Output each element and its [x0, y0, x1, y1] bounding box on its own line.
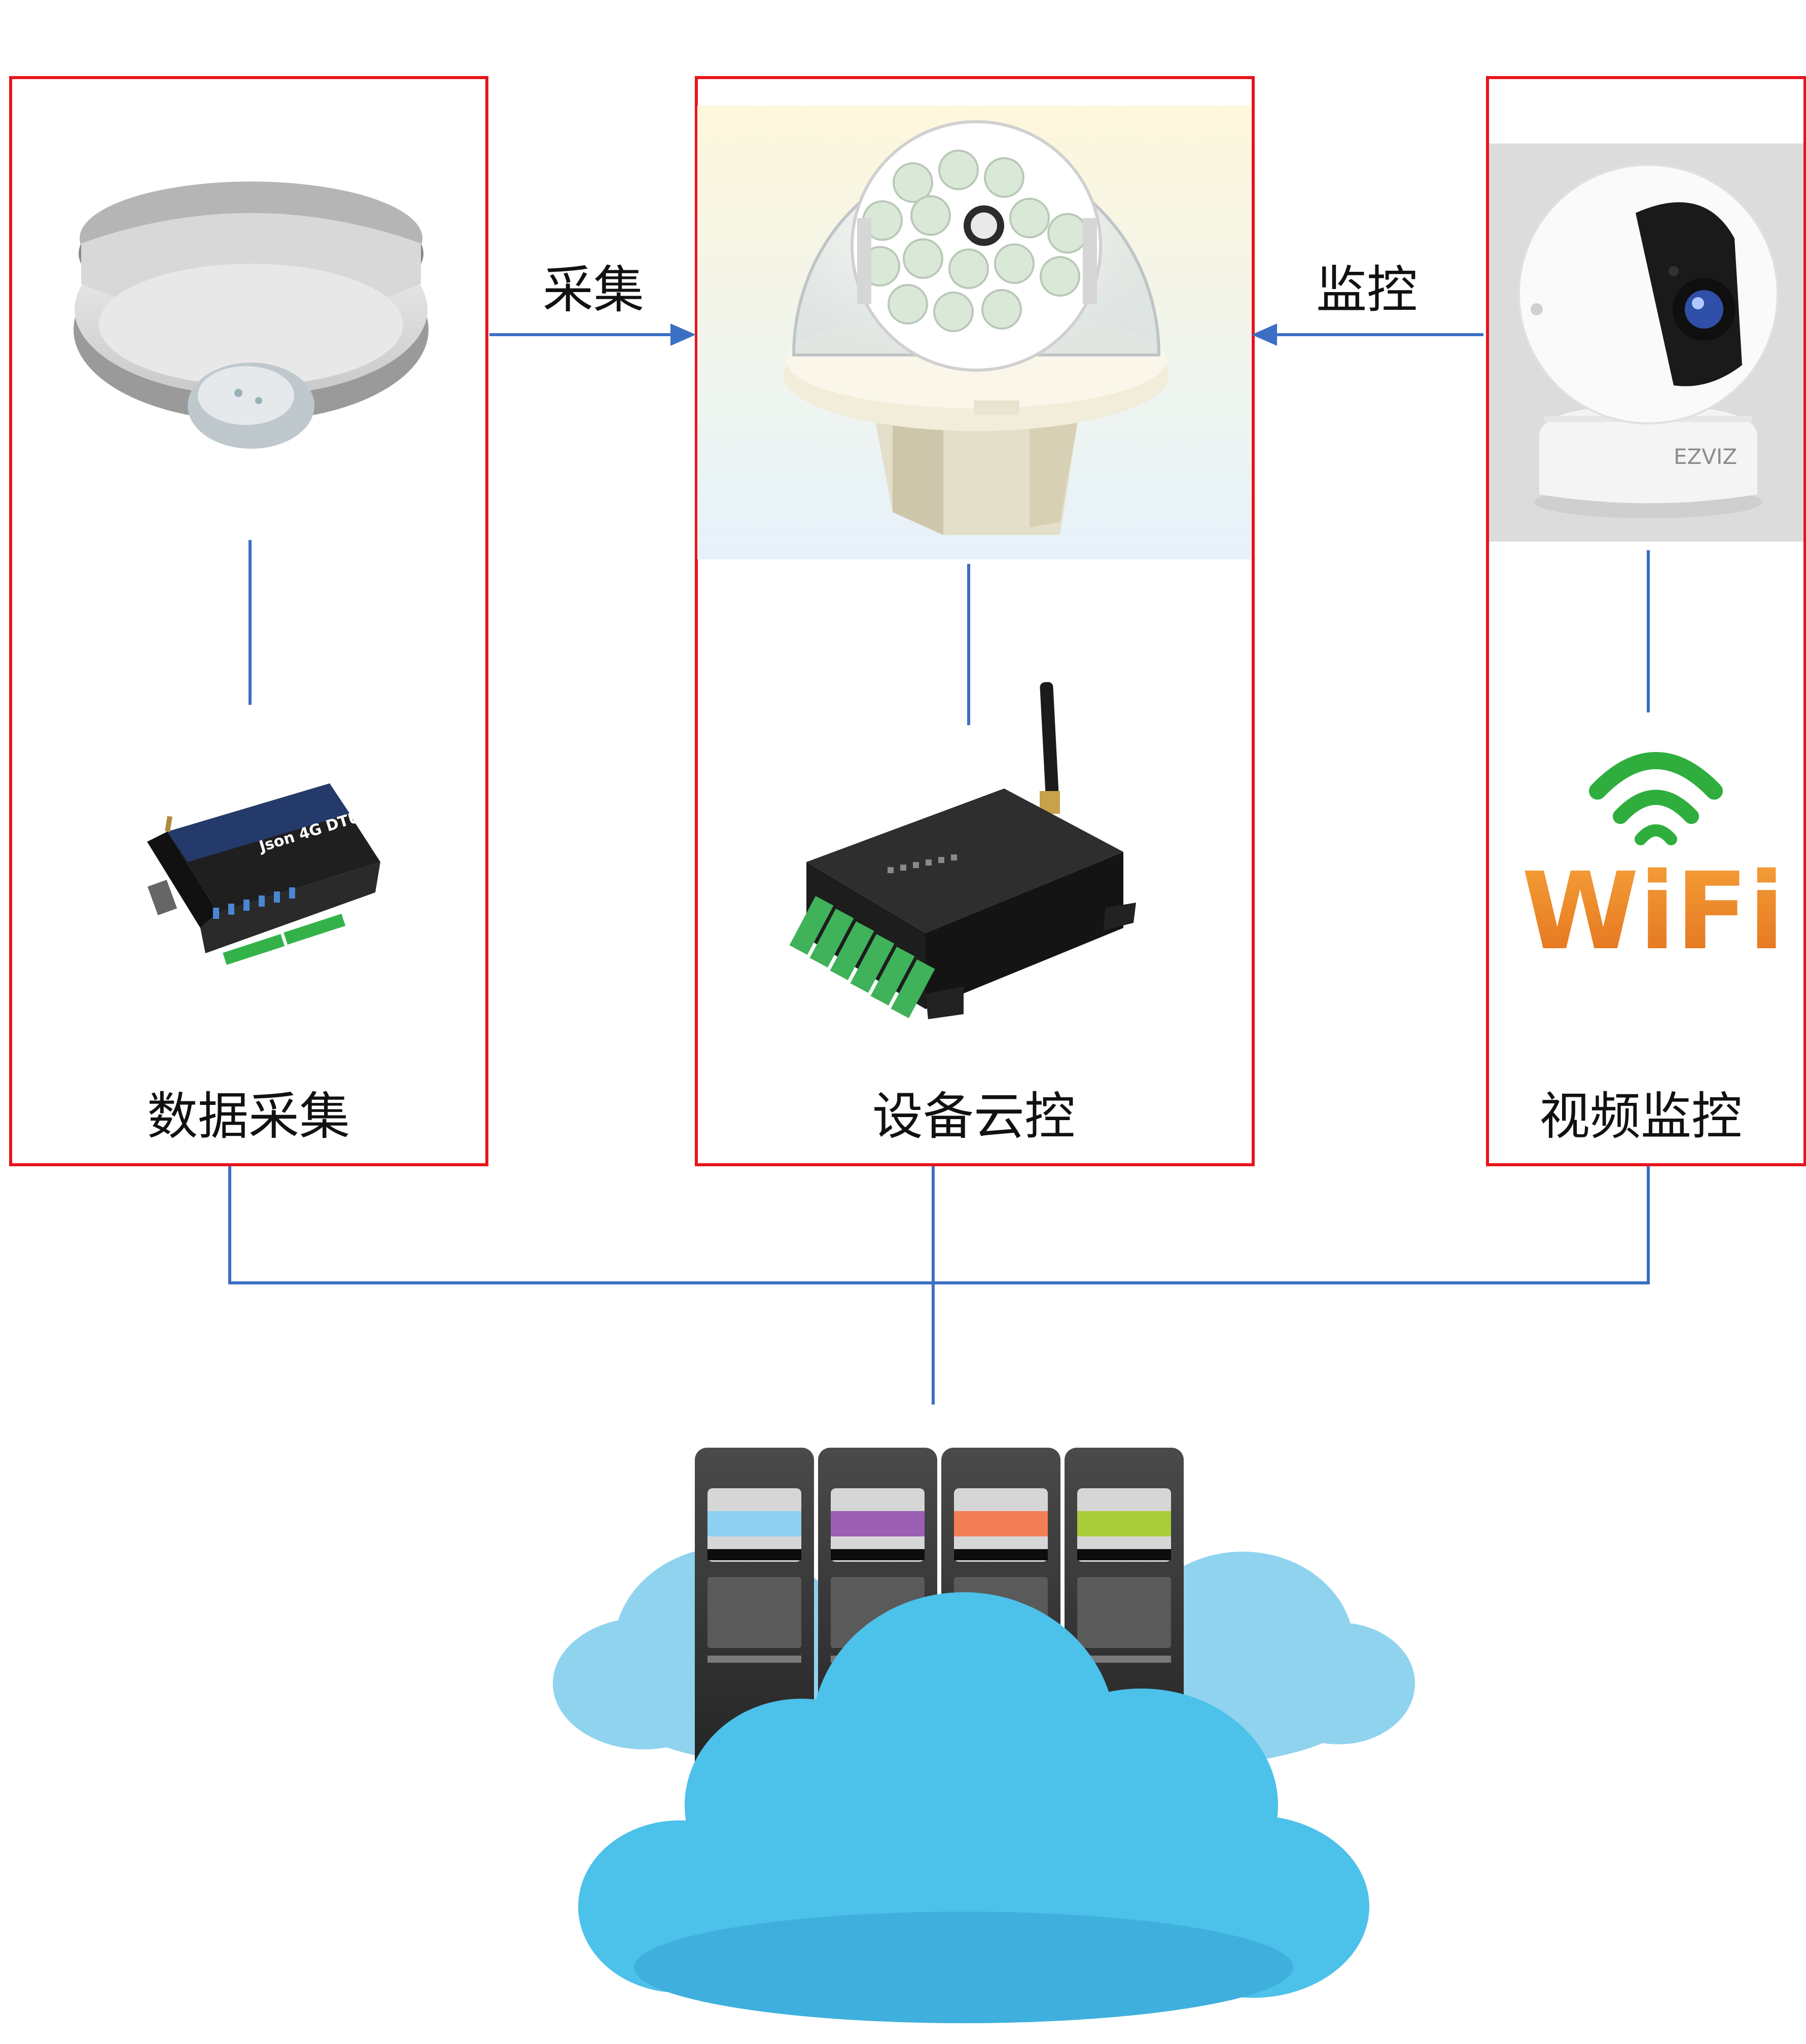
cloud-servers-image [553, 1448, 1415, 2023]
collect-arrow-label: 采集 [543, 260, 644, 319]
camera-brand-label: EZVIZ [1674, 444, 1737, 469]
collect-arrow [489, 324, 696, 346]
device-cloud-control-panel [695, 76, 1255, 1166]
cloud-bus-connector [228, 1166, 1650, 1405]
video-monitoring-label: 视频监控 [1539, 1087, 1742, 1146]
security-camera-image: EZVIZ [1518, 164, 1779, 518]
monitor-arrow [1252, 324, 1483, 346]
wifi-logo-image: WiFi [1521, 752, 1785, 974]
ceiling-sensor-image [74, 182, 429, 449]
remote-controller-image [789, 682, 1136, 1019]
dtu-gateway-image: Json 4G DTU网关 [147, 783, 392, 965]
wifi-logo-text: WiFi [1521, 849, 1785, 974]
monitor-arrow-label: 监控 [1316, 260, 1418, 319]
data-collection-label: 数据采集 [147, 1087, 350, 1146]
video-monitoring-panel [1486, 76, 1806, 1166]
device-cloud-control-label: 设备云控 [872, 1087, 1075, 1146]
data-collection-panel [9, 76, 488, 1166]
dome-light-image [784, 120, 1169, 535]
